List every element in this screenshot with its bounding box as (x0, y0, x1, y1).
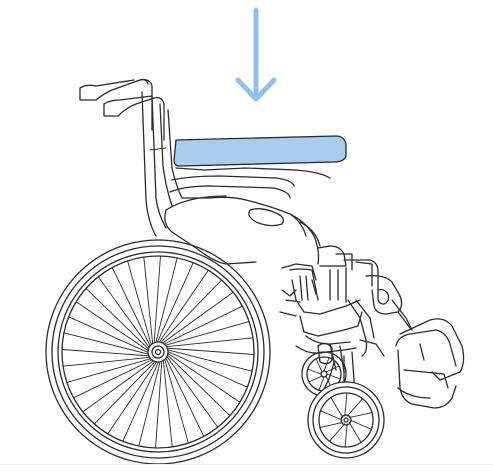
seat-frame (166, 168, 330, 210)
spoke (319, 377, 324, 390)
spoke (308, 369, 321, 374)
spoke (157, 263, 194, 344)
spoke (162, 306, 242, 345)
spoke (69, 317, 150, 354)
spoke (123, 360, 160, 441)
spoke (164, 338, 253, 347)
seat-cushion (174, 136, 346, 166)
spoke (108, 360, 158, 434)
spoke (166, 352, 240, 402)
spoke (76, 302, 150, 352)
spoke (165, 348, 254, 355)
lower-frame (296, 300, 384, 372)
axle-bracket (280, 264, 316, 316)
spoke (154, 256, 161, 345)
spoke (163, 358, 172, 447)
push-handles (80, 80, 164, 141)
spoke (324, 358, 329, 371)
side-guard (165, 200, 320, 264)
rear-wheel (46, 240, 270, 464)
spoke (74, 359, 154, 398)
spoke (62, 350, 151, 357)
spoke (309, 376, 322, 382)
spoke (63, 357, 152, 366)
spoke (144, 257, 153, 346)
spoke (316, 359, 322, 372)
spoke (166, 351, 247, 388)
spoke (156, 359, 163, 448)
down-arrow-icon (238, 10, 274, 99)
front-caster-wheel (308, 382, 384, 458)
bottom-divider (0, 464, 493, 465)
legrest (366, 276, 464, 408)
front-frame (282, 246, 378, 302)
spoke (165, 356, 204, 436)
spoke (112, 268, 151, 348)
spoke (158, 270, 208, 344)
